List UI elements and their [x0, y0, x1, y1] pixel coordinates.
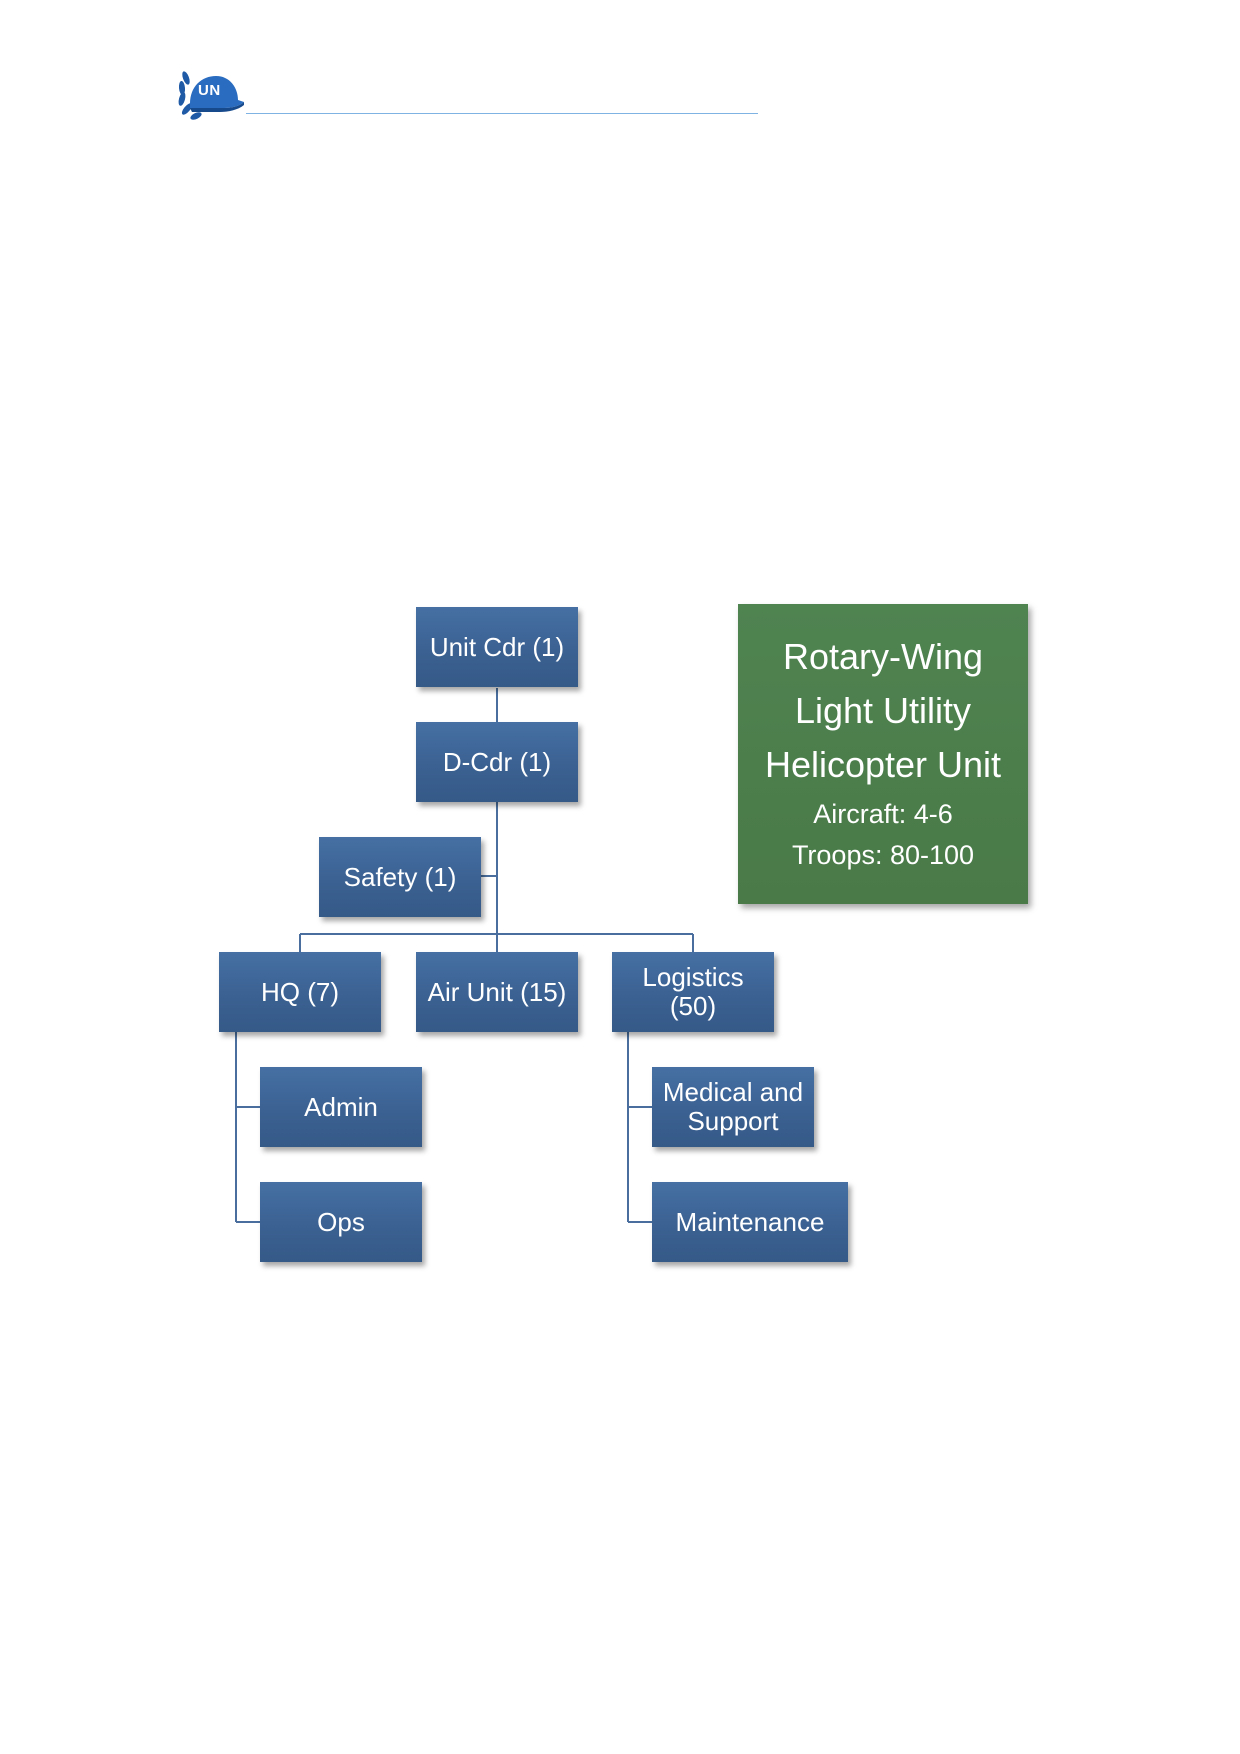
unit-info-title: Rotary-Wing Light Utility Helicopter Uni… [764, 636, 1002, 785]
node-unit-cdr: Unit Cdr (1) [416, 607, 578, 687]
node-logistics: Logistics (50) [612, 952, 774, 1032]
un-logo-text: UN [198, 82, 221, 99]
node-safety: Safety (1) [319, 837, 481, 917]
node-hq: HQ (7) [219, 952, 381, 1032]
node-ops: Ops [260, 1182, 422, 1262]
node-medical-support: Medical and Support [652, 1067, 814, 1147]
unit-info-troops: Troops: 80-100 [791, 840, 975, 870]
unit-info-box: Rotary-Wing Light Utility Helicopter Uni… [738, 604, 1028, 904]
un-helmet-logo-icon [178, 71, 244, 120]
header-rule [246, 113, 758, 114]
node-d-cdr: D-Cdr (1) [416, 722, 578, 802]
unit-info-aircraft: Aircraft: 4-6 [813, 799, 953, 829]
page-header: UN [0, 0, 1240, 140]
node-admin: Admin [260, 1067, 422, 1147]
node-air-unit: Air Unit (15) [416, 952, 578, 1032]
node-maintenance: Maintenance [652, 1182, 848, 1262]
